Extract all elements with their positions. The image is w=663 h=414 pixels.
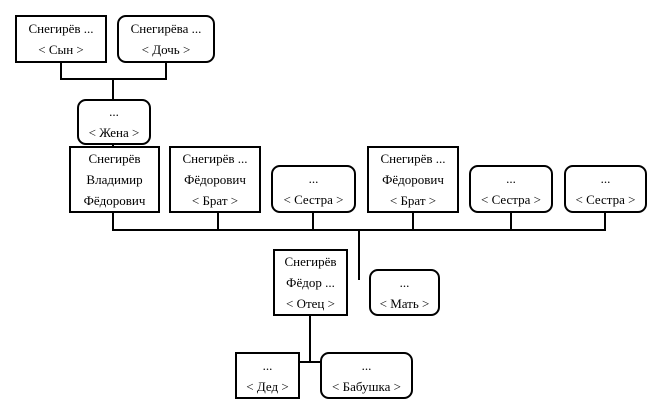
node-label-line: < Жена > [88,125,140,140]
node-label-line: Снегирёв [284,254,337,269]
node-sister-2[interactable]: ... < Сестра > [469,165,553,213]
node-sister-3[interactable]: ... < Сестра > [564,165,647,213]
node-label-line: Фёдор ... [286,275,335,290]
node-label-line: < Отец > [286,296,335,311]
node-label-line: Снегирёв ... [380,151,446,166]
node-son[interactable]: Снегирёв ... < Сын > [15,15,107,63]
node-label-line: ... [361,357,372,373]
node-label-line: < Мать > [379,295,430,311]
node-label-line: ... [399,274,410,290]
node-wife[interactable]: ... < Жена > [77,99,151,145]
node-label-line: < Сестра > [283,192,344,207]
node-label-line: < Брат > [389,193,437,208]
node-label-line: Снегирёв ... [182,151,248,166]
node-label-line: < Сестра > [575,192,636,207]
node-label-line: Фёдорович [83,193,146,208]
node-brother-2[interactable]: Снегирёв ... Фёдорович < Брат > [367,146,459,213]
node-label-line: Снегирёв [88,151,141,166]
node-label-line: ... [308,171,319,186]
node-label-line: Владимир [86,172,143,187]
node-grandfather[interactable]: ... < Дед > [235,352,300,399]
node-label-line: < Бабушка > [332,378,401,394]
node-brother-1[interactable]: Снегирёв ... Фёдорович < Брат > [169,146,261,213]
node-sister-1[interactable]: ... < Сестра > [271,165,356,213]
node-label-line: < Дочь > [141,42,191,57]
node-label-line: Фёдорович [382,172,444,187]
node-label-line: < Брат > [191,193,239,208]
node-label-line: ... [506,171,516,186]
node-daughter[interactable]: Снегирёва ... < Дочь > [117,15,215,63]
node-grandmother[interactable]: ... < Бабушка > [320,352,413,399]
node-label-line: ... [600,171,611,186]
node-mother[interactable]: ... < Мать > [369,269,440,316]
node-label-line: < Дед > [246,378,289,394]
node-label-line: ... [262,357,273,373]
node-label-line: < Сестра > [481,192,541,207]
node-label-line: Снегирёва ... [130,21,202,36]
node-label-line: ... [109,104,119,119]
node-label-line: Фёдорович [184,172,246,187]
node-label-line: < Сын > [38,42,84,57]
node-label-line: Снегирёв ... [28,21,94,36]
